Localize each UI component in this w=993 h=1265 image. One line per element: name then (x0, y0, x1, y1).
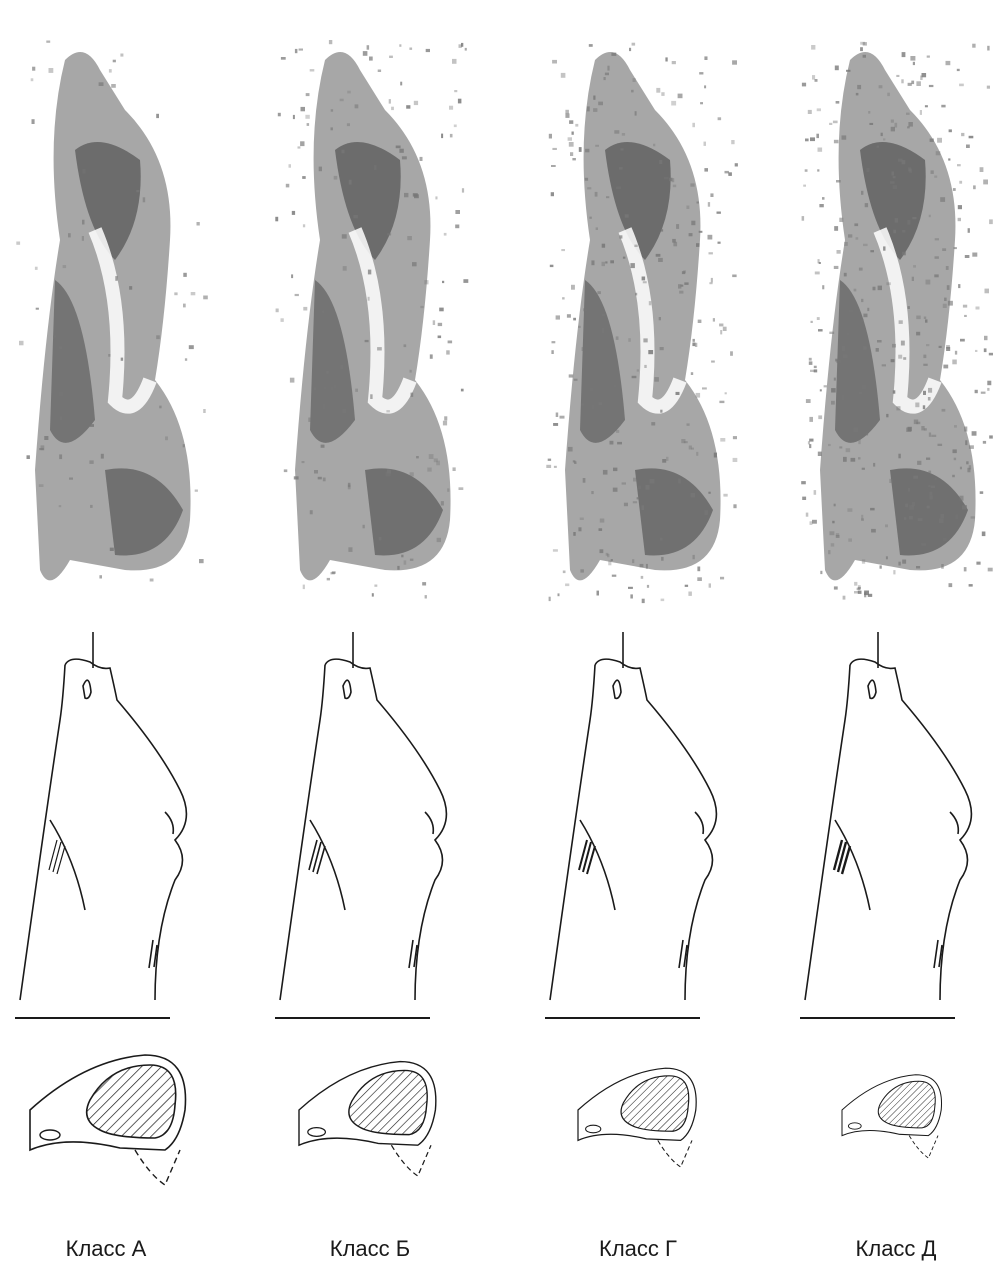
carcass-outline-row (15, 632, 971, 1018)
loin-section-g (578, 1068, 696, 1167)
loin-section-b (299, 1062, 436, 1176)
carcass-outline-b (275, 632, 446, 1018)
carcass-outline-a (15, 632, 186, 1018)
carcass-photo-b (275, 40, 468, 599)
carcass-photo-d (801, 42, 993, 600)
class-label-g: Класс Г (548, 1236, 728, 1262)
carcass-outline-g (545, 632, 716, 1018)
loin-section-d (842, 1075, 942, 1158)
class-label-a: Класс А (16, 1236, 196, 1262)
carcass-photo-g (546, 43, 738, 603)
class-label-b: Класс Б (280, 1236, 460, 1262)
carcass-outline-d (800, 632, 971, 1018)
loin-section-a (30, 1055, 186, 1185)
class-label-d: Класс Д (806, 1236, 986, 1262)
carcass-photos-row (16, 40, 993, 603)
loin-cross-section-row (30, 1055, 942, 1185)
carcass-photo-a (16, 41, 208, 582)
